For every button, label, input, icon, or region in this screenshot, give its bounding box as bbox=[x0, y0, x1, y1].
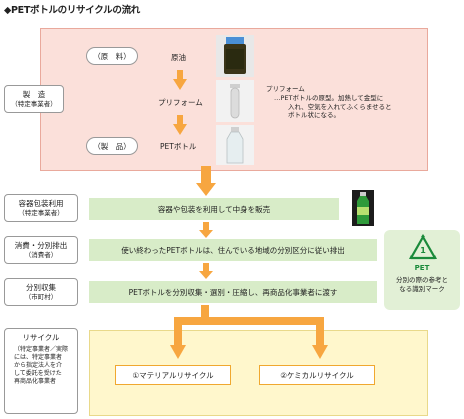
preform-note-line: 入れ、空気を入れてふくらませると bbox=[288, 102, 392, 111]
recycle-sub-line: して委託を受けた bbox=[13, 370, 62, 378]
recycle-sub-line: （特定事業者／実際 bbox=[13, 345, 68, 353]
recycle-sub-line: 再商品化事業者 bbox=[13, 378, 56, 386]
collect-bar: PETボトルを分別収集・選別・圧縮し、再商品化事業者に渡す bbox=[89, 281, 377, 303]
page-title: ◆PETボトルのリサイクルの流れ bbox=[4, 5, 140, 16]
pet-mark-number: 1 bbox=[420, 246, 426, 255]
recycle-sub-line: には、特定事業者 bbox=[13, 353, 62, 361]
material-recycle-box: ①マテリアルリサイクル bbox=[115, 365, 231, 385]
recycle-triangle-icon bbox=[409, 234, 437, 260]
manufacture-label: 製 造 bbox=[22, 89, 46, 99]
discharge-bar: 使い終わったPETボトルは、住んでいる地域の分別区分に従い排出 bbox=[89, 239, 377, 261]
preform-image bbox=[216, 80, 254, 122]
preform-note: プリフォーム …PETボトルの原型。加熱して金型に 入れ、空気を入れてふくらませ… bbox=[266, 85, 392, 120]
crude-oil-label: 原油 bbox=[171, 53, 186, 62]
product-label: （製 品） bbox=[86, 137, 138, 155]
consumption-sub: （消費者） bbox=[24, 250, 58, 259]
arrow-down-icon bbox=[196, 166, 216, 196]
manufacture-sub: （特定事業者） bbox=[11, 99, 57, 108]
pet-mark-caption-line: なる識別マーク bbox=[399, 284, 445, 293]
crude-oil-jar-image bbox=[216, 35, 254, 77]
preform-note-title: プリフォーム bbox=[266, 85, 305, 93]
container-user-sub: （特定事業者） bbox=[18, 208, 64, 217]
recycle-box: リサイクル （特定事業者／実際 には、特定事業者 から指定法人を介 して委託を受… bbox=[4, 328, 78, 414]
container-user-label: 容器包装利用 bbox=[18, 198, 64, 208]
chemical-recycle-box: ②ケミカルリサイクル bbox=[259, 365, 375, 385]
sale-bar: 容器や包装を利用して中身を販売 bbox=[89, 198, 339, 220]
collection-sub: （市町村） bbox=[24, 292, 58, 301]
preform-note-line: …PETボトルの原型。加熱して金型に bbox=[274, 93, 384, 102]
consumption-box: 消費・分別排出 （消費者） bbox=[4, 236, 78, 264]
arrow-down-icon bbox=[199, 263, 213, 279]
recycle-sub: （特定事業者／実際 には、特定事業者 から指定法人を介 して委託を受けた 再商品… bbox=[14, 346, 68, 386]
arrow-down-icon bbox=[173, 70, 187, 90]
raw-material-label: （原 料） bbox=[86, 47, 138, 65]
container-user-box: 容器包装利用 （特定事業者） bbox=[4, 194, 78, 222]
pet-mark-panel bbox=[384, 230, 460, 310]
recycle-label: リサイクル bbox=[22, 333, 60, 342]
arrow-down-icon bbox=[199, 222, 213, 238]
pet-mark-caption: 分別の際の参考と なる識別マーク bbox=[384, 276, 460, 294]
manufacture-box: 製 造 （特定事業者） bbox=[4, 85, 64, 113]
green-bottle-image bbox=[352, 190, 374, 226]
collection-label: 分別収集 bbox=[26, 282, 56, 292]
preform-label: プリフォーム bbox=[158, 98, 203, 107]
pet-bottle-image bbox=[216, 125, 254, 165]
recycle-sub-line: から指定法人を介 bbox=[13, 361, 62, 369]
pet-bottle-label: PETボトル bbox=[160, 142, 197, 151]
collection-box: 分別収集 （市町村） bbox=[4, 278, 78, 306]
branch-arrow-icon bbox=[170, 305, 328, 359]
preform-note-line: ボトル状になる。 bbox=[288, 111, 340, 120]
arrow-down-icon bbox=[173, 115, 187, 135]
consumption-label: 消費・分別排出 bbox=[14, 240, 68, 250]
pet-mark-code: PET bbox=[414, 264, 430, 272]
pet-mark-caption-line: 分別の際の参考と bbox=[396, 276, 448, 284]
